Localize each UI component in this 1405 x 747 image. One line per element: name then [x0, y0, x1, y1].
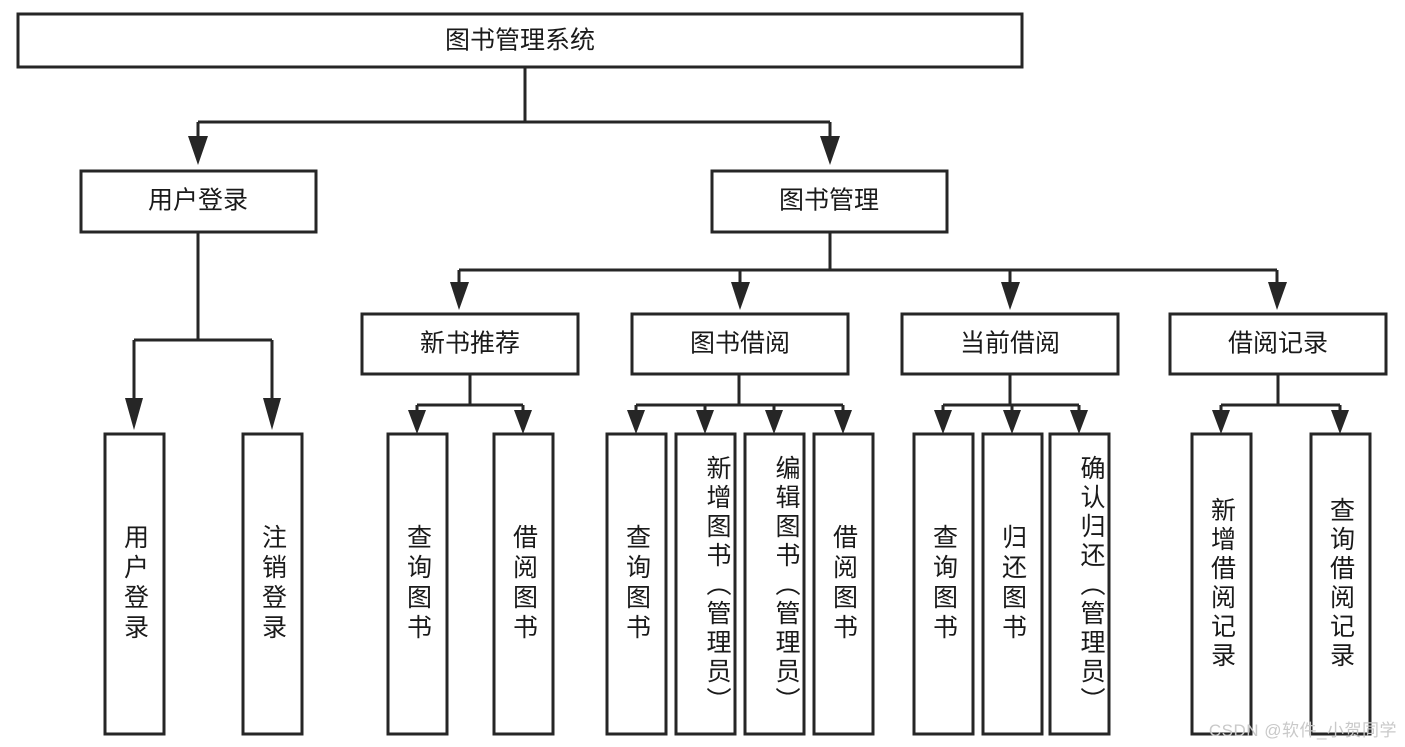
- arrow-head-leaf-9: [934, 410, 952, 434]
- arrow-head-current: [1001, 282, 1020, 310]
- node-current-borrow[interactable]: 当前借阅: [900, 312, 1120, 376]
- node-root-box[interactable]: [16, 12, 1024, 69]
- arrow-head-leaf-7: [765, 410, 783, 434]
- arrow-head-leaf-5: [627, 410, 645, 434]
- node-borrow-records-label: 借阅记录: [1228, 330, 1328, 358]
- node-new-book-recommend-box[interactable]: [360, 312, 580, 376]
- node-leaf-query-borrow-record[interactable]: [1309, 432, 1372, 736]
- arrow-head-leaf-4: [514, 410, 532, 434]
- arrow-head-leaf-10: [1003, 410, 1021, 434]
- arrow-head-leaf-8: [834, 410, 852, 434]
- node-leaf-logout-login[interactable]: [241, 432, 304, 736]
- node-book-management[interactable]: 图书管理: [710, 169, 949, 234]
- node-user-login[interactable]: 用户登录: [79, 169, 318, 234]
- arrow-head-leaf-2: [263, 398, 281, 430]
- arrow-head-leaf-6: [696, 410, 714, 434]
- arrow-head-leaf-13: [1331, 410, 1349, 434]
- node-leaf-confirm-return-admin-box[interactable]: [1048, 432, 1111, 736]
- node-leaf-user-login[interactable]: [103, 432, 166, 736]
- node-leaf-borrow-books-b-box[interactable]: [812, 432, 875, 736]
- node-leaf-logout-login-box[interactable]: [241, 432, 304, 736]
- node-leaf-confirm-return-admin[interactable]: [1048, 432, 1111, 736]
- arrow-head-new-books: [450, 282, 469, 310]
- node-leaf-add-borrow-record[interactable]: [1190, 432, 1253, 736]
- node-book-management-box[interactable]: [710, 169, 949, 234]
- node-new-book-recommend[interactable]: 新书推荐: [360, 312, 580, 376]
- node-leaf-query-books-b-box[interactable]: [605, 432, 668, 736]
- node-leaf-borrow-books-a-box[interactable]: [492, 432, 555, 736]
- arrow-head-user-login: [188, 136, 208, 165]
- node-leaf-add-borrow-record-box[interactable]: [1190, 432, 1253, 736]
- node-leaf-query-books-a-box[interactable]: [386, 432, 449, 736]
- node-user-login-box[interactable]: [79, 169, 318, 234]
- node-leaf-borrow-books-a[interactable]: [492, 432, 555, 736]
- node-leaf-add-book-admin[interactable]: [674, 432, 737, 736]
- arrow-head-leaf-11: [1070, 410, 1088, 434]
- node-leaf-query-books-c-box[interactable]: [912, 432, 975, 736]
- arrow-head-leaf-1: [125, 398, 143, 430]
- node-new-book-recommend-label: 新书推荐: [420, 330, 520, 358]
- arrow-head-borrow: [731, 282, 750, 310]
- node-leaf-query-books-b[interactable]: [605, 432, 668, 736]
- node-root-label: 图书管理系统: [445, 27, 595, 55]
- node-leaf-return-books-box[interactable]: [981, 432, 1044, 736]
- node-book-management-label: 图书管理: [779, 187, 879, 215]
- node-leaf-query-books-c[interactable]: [912, 432, 975, 736]
- node-leaf-add-book-admin-box[interactable]: [674, 432, 737, 736]
- node-leaf-user-login-box[interactable]: [103, 432, 166, 736]
- node-book-borrow-box[interactable]: [630, 312, 850, 376]
- arrow-head-book-mgmt: [820, 136, 840, 165]
- node-root[interactable]: 图书管理系统: [16, 12, 1024, 69]
- node-leaf-query-borrow-record-box[interactable]: [1309, 432, 1372, 736]
- node-leaf-edit-book-admin[interactable]: [743, 432, 806, 736]
- node-borrow-records-box[interactable]: [1168, 312, 1388, 376]
- node-leaf-edit-book-admin-box[interactable]: [743, 432, 806, 736]
- arrow-head-records: [1268, 282, 1287, 310]
- node-current-borrow-box[interactable]: [900, 312, 1120, 376]
- node-borrow-records[interactable]: 借阅记录: [1168, 312, 1388, 376]
- node-book-borrow[interactable]: 图书借阅: [630, 312, 850, 376]
- node-user-login-label: 用户登录: [148, 187, 248, 215]
- node-leaf-borrow-books-b[interactable]: [812, 432, 875, 736]
- node-current-borrow-label: 当前借阅: [960, 330, 1060, 358]
- node-book-borrow-label: 图书借阅: [690, 330, 790, 358]
- node-leaf-return-books[interactable]: [981, 432, 1044, 736]
- arrow-head-leaf-3: [408, 410, 426, 434]
- arrow-head-leaf-12: [1212, 410, 1230, 434]
- node-leaf-query-books-a[interactable]: [386, 432, 449, 736]
